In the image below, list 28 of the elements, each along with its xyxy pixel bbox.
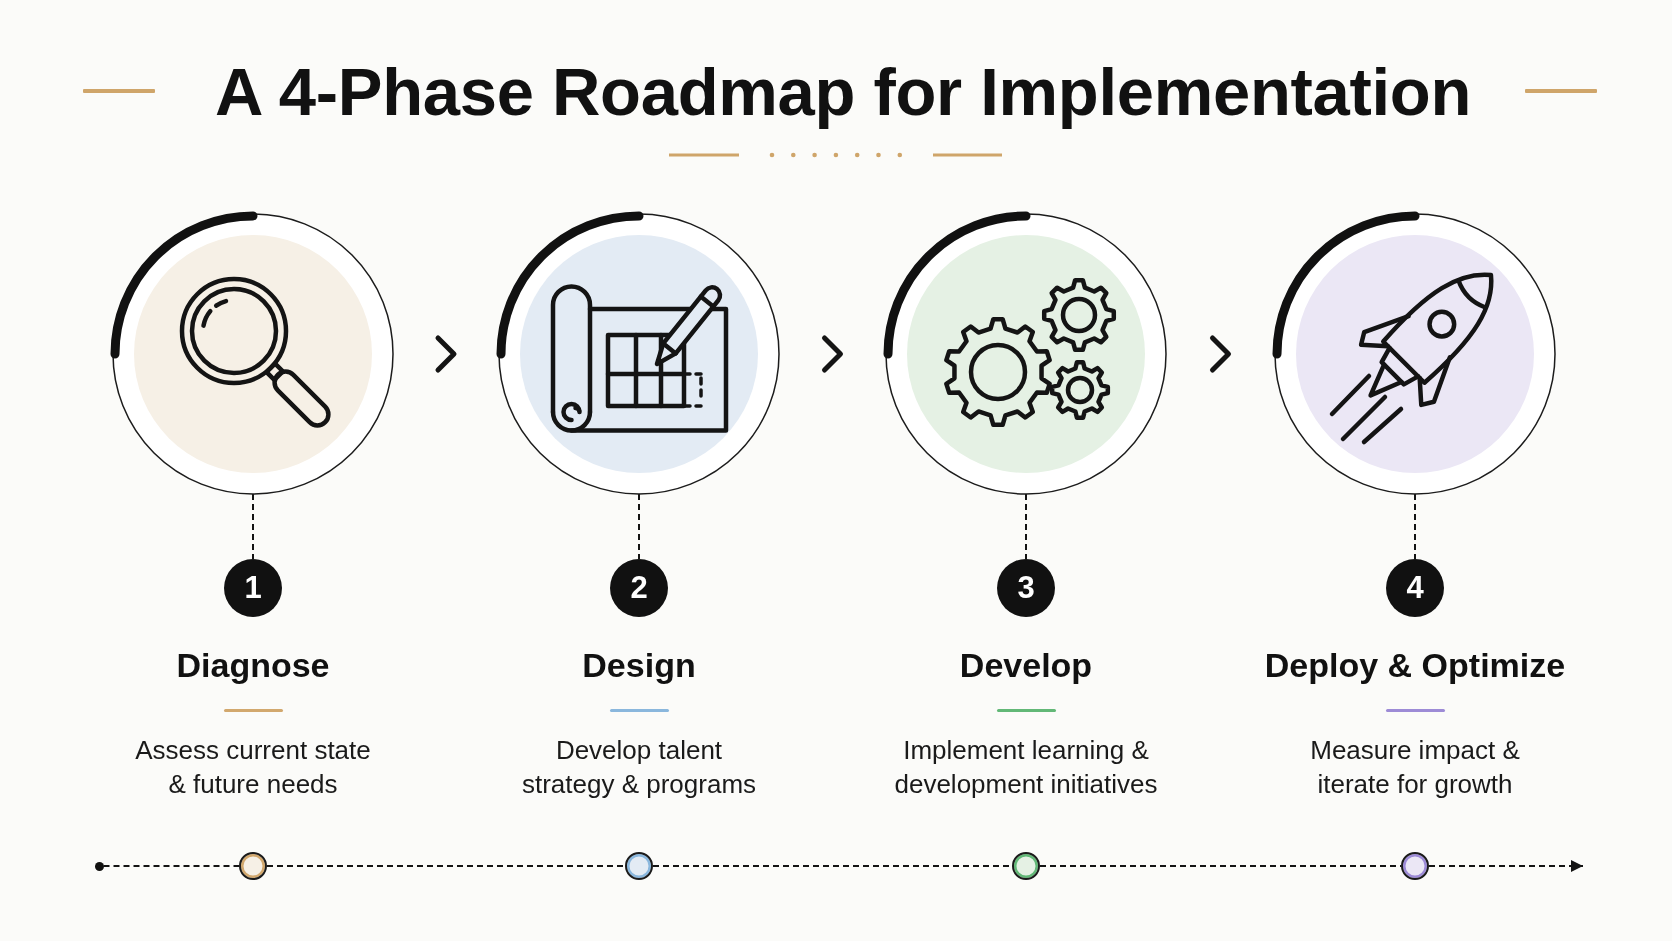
number-badge: 3 bbox=[997, 559, 1055, 617]
timeline-start-dot bbox=[94, 861, 104, 871]
phase-title: Develop bbox=[959, 645, 1093, 685]
chevron-arrow bbox=[822, 335, 843, 373]
dashed-connector bbox=[638, 493, 640, 560]
dashed-connector bbox=[1025, 493, 1027, 560]
timeline-marker bbox=[625, 852, 653, 880]
phase-title: Diagnose bbox=[176, 645, 330, 685]
number-badge: 1 bbox=[224, 559, 282, 617]
dashed-connector bbox=[1414, 493, 1416, 560]
phase-description: Measure impact & iterate for growth bbox=[1309, 734, 1521, 801]
number-badge: 2 bbox=[610, 559, 668, 617]
timeline-arrow bbox=[1428, 860, 1584, 872]
chevron-arrow bbox=[435, 335, 457, 373]
phase-description: Develop talent strategy & programs bbox=[520, 734, 758, 801]
number-badge: 4 bbox=[1386, 559, 1444, 617]
phase-title: Design bbox=[582, 645, 696, 685]
title: A 4-Phase Roadmap for Implementation bbox=[214, 55, 1472, 129]
timeline-line bbox=[266, 865, 626, 867]
timeline-marker bbox=[1401, 852, 1429, 880]
dashed-connector bbox=[252, 493, 254, 560]
timeline-marker bbox=[239, 852, 267, 880]
chevron-arrow bbox=[1210, 335, 1231, 373]
timeline-line bbox=[102, 865, 240, 867]
phase-description: Assess current state & future needs bbox=[134, 734, 372, 801]
phase-title: Deploy & Optimize bbox=[1264, 645, 1566, 685]
timeline-marker bbox=[1012, 852, 1040, 880]
phase-description: Implement learning & development initiatives bbox=[893, 734, 1159, 801]
